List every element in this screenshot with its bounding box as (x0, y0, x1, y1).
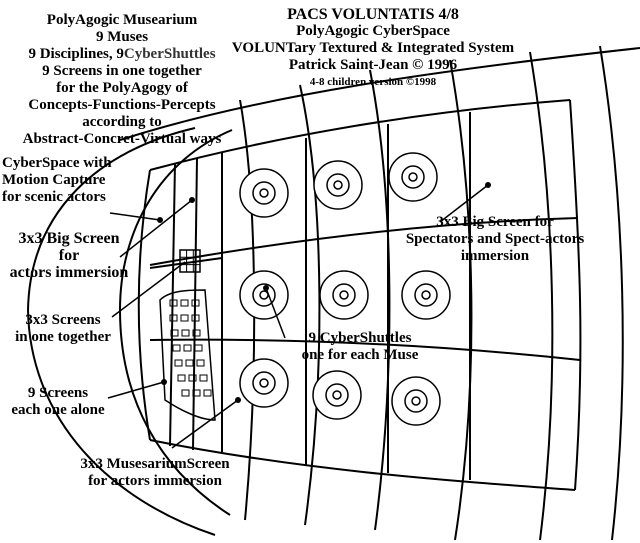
outer-hull-line (119, 47, 640, 141)
label-cybershuttles: 9 CyberShuttles one for each Muse (290, 330, 430, 364)
left-block-line-1: PolyAgogic Musearium (46, 12, 198, 28)
label-cybershuttles-2: one for each Muse (301, 347, 419, 363)
cybershuttle-pods (239, 152, 451, 426)
left-block-line-4: 9 Screens in one together (42, 63, 202, 79)
version: 4-8 children version ©1998 (309, 76, 437, 88)
left-block-line-3a: 9 Disciplines, 9 (28, 46, 124, 62)
pod-3 (388, 152, 438, 202)
left-block-line-3b: CyberShuttles (123, 46, 216, 62)
label-screens-together-2: in one together (15, 329, 111, 345)
arc-1 (449, 59, 473, 541)
label-screens-together-1: 3x3 Screens (25, 312, 101, 328)
pod-2 (313, 160, 363, 210)
arc-3 (599, 45, 624, 541)
label-screens-together: 3x3 Screens in one together (4, 312, 122, 346)
label-cyberspace-2: Motion Capture (2, 172, 106, 188)
left-block-line-2: 9 Muses (95, 29, 149, 45)
left-block-line-8: Abstract-Concret-Virtual ways (22, 131, 222, 147)
label-screens-alone: 9 Screens each one alone (4, 385, 112, 419)
label-big-screen-actors-1: 3x3 Big Screen (18, 230, 120, 247)
pod-8 (312, 370, 362, 420)
label-big-screen-actors: 3x3 Big Screen for actors immersion (4, 230, 134, 281)
left-title-block: PolyAgogic Musearium 9 Muses 9 Disciplin… (4, 12, 240, 148)
pod-7 (239, 358, 289, 408)
pod-5 (319, 270, 369, 320)
author: Patrick Saint-Jean © 1996 (288, 57, 458, 73)
label-musearium-screen: 3x3 MusesariumScreen for actors immersio… (62, 456, 248, 490)
label-screens-alone-1: 9 Screens (27, 385, 89, 401)
label-big-screen-actors-3: actors immersion (9, 264, 129, 281)
left-block-line-5: for the PolyAgogy of (56, 80, 188, 96)
screen-frame-bottom (149, 439, 576, 491)
label-cyberspace-1: CyberSpace with (2, 155, 112, 171)
label-cybershuttles-1: 9 CyberShuttles (308, 330, 412, 346)
label-cyberspace-3: for scenic actors (2, 189, 106, 205)
pod-1 (239, 168, 289, 218)
pod-4 (239, 270, 289, 320)
label-big-screen-spectators: 3x3 Big Screen for Spectators and Spect-… (390, 214, 600, 265)
label-big-screen-actors-2: for (58, 247, 80, 264)
arc-2 (529, 51, 554, 541)
main-title: PACS VOLUNTATIS 4/8 (287, 6, 459, 23)
left-block-line-3: 9 Disciplines, 9CyberShuttles (4, 46, 240, 63)
system-name: VOLUNTary Textured & Integrated System (231, 40, 515, 56)
screen-frame-right (569, 99, 582, 491)
left-block-line-7: according to (82, 114, 162, 130)
label-screens-alone-2: each one alone (11, 402, 105, 418)
pod-6 (401, 270, 451, 320)
screen-frame-left (137, 169, 151, 441)
outer-hull-curve (26, 127, 216, 536)
label-cyberspace: CyberSpace with Motion Capture for sceni… (2, 155, 112, 206)
label-musearium-screen-1: 3x3 MusesariumScreen (80, 456, 230, 472)
label-big-screen-spectators-1: 3x3 Big Screen for (436, 214, 554, 230)
label-musearium-screen-2: for actors immersion (88, 473, 222, 489)
label-big-screen-spectators-2: Spectators and Spect-actors (405, 231, 585, 247)
title-block: PACS VOLUNTATIS 4/8 PolyAgogic CyberSpac… (218, 6, 528, 91)
subtitle: PolyAgogic CyberSpace (296, 23, 450, 39)
screen-frame-top (149, 99, 571, 171)
pod-9 (391, 376, 441, 426)
arc-5 (299, 84, 321, 526)
left-block-line-6: Concepts-Functions-Percepts (28, 97, 216, 113)
label-big-screen-spectators-3: immersion (460, 248, 530, 264)
arc-4 (369, 69, 391, 531)
